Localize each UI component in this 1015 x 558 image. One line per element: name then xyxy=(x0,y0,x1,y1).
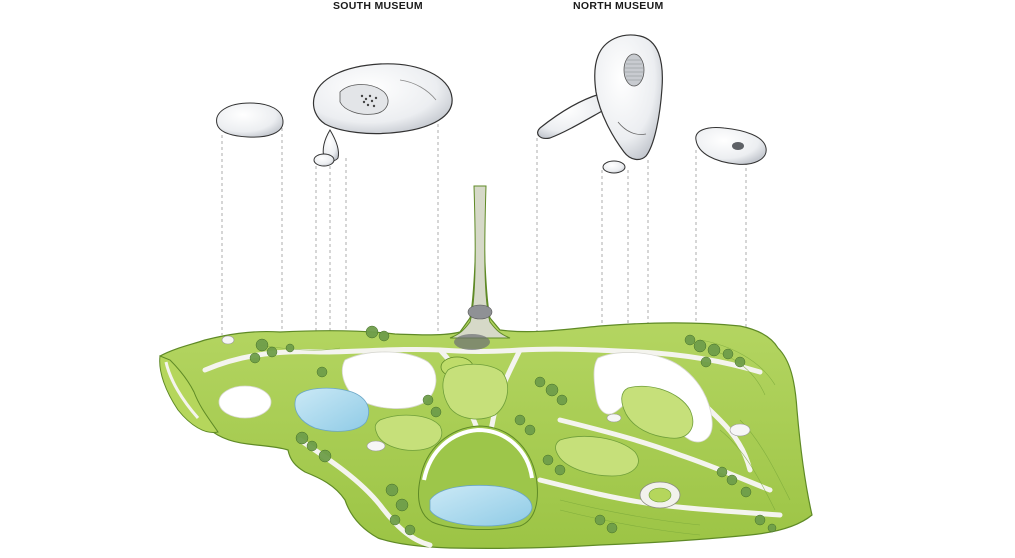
museum-pavilion-icon xyxy=(695,127,767,165)
footprint xyxy=(221,335,235,345)
north-museum-label: NORTH MUSEUM xyxy=(573,0,664,12)
contour-line xyxy=(719,429,776,511)
tree-icon xyxy=(365,325,379,339)
tree-icon xyxy=(726,474,738,486)
north-museum-perforations xyxy=(625,59,643,81)
tree-icon xyxy=(556,394,568,406)
tree-icon xyxy=(389,514,401,526)
tree-icon xyxy=(734,356,746,368)
tree-icon xyxy=(378,330,390,342)
walking-path xyxy=(164,361,200,419)
museum-pavilion-icon xyxy=(216,102,284,138)
shell-ridge xyxy=(617,121,647,135)
tree-icon xyxy=(716,466,728,478)
tree-icon xyxy=(545,383,559,397)
tree-icon xyxy=(430,406,442,418)
museum-pavilion-icon xyxy=(594,34,663,161)
tree-icon xyxy=(606,522,618,534)
south-museum-pavilion xyxy=(312,63,453,167)
tree-icon xyxy=(404,524,416,536)
tree-icon xyxy=(285,343,295,353)
tree-icon xyxy=(422,394,434,406)
lawn-islands xyxy=(374,363,694,477)
lawn-patch xyxy=(374,414,443,451)
contour-line xyxy=(559,509,701,536)
museum-pavilion-icon xyxy=(313,153,335,167)
tree-icon xyxy=(534,376,546,388)
contour-line xyxy=(259,344,341,351)
south-museum-perforations xyxy=(360,94,378,108)
museum-pavilion-icon xyxy=(602,160,626,174)
tree-icon xyxy=(514,414,526,426)
shell-ridge xyxy=(399,79,437,101)
lawn-patch xyxy=(442,363,509,420)
tree-icon xyxy=(542,454,554,466)
south-museum-label: SOUTH MUSEUM xyxy=(333,0,423,12)
tree-icon xyxy=(554,464,566,476)
trees xyxy=(249,325,777,536)
tree-icon xyxy=(693,339,707,353)
spire-building xyxy=(467,304,493,320)
floating-pavilions xyxy=(216,34,767,174)
tree-icon xyxy=(318,449,332,463)
tree-icon xyxy=(306,440,318,452)
building-footprints xyxy=(221,335,751,452)
tree-icon xyxy=(316,366,328,378)
contour-line xyxy=(559,499,701,526)
tree-icon xyxy=(395,498,409,512)
footprint xyxy=(729,423,751,437)
lawn-patch xyxy=(159,355,219,434)
walking-path xyxy=(557,417,773,493)
tree-icon xyxy=(295,431,309,445)
spire xyxy=(449,185,511,339)
tree-icon xyxy=(684,334,696,346)
pavilion-oculus xyxy=(732,142,744,150)
tree-icon xyxy=(722,348,734,360)
tree-icon xyxy=(707,343,721,357)
lawn-patch xyxy=(621,385,694,439)
central-pond xyxy=(429,484,533,527)
tree-icon xyxy=(266,346,278,358)
tree-icon xyxy=(385,483,399,497)
footprint xyxy=(606,413,622,423)
gazebo-center xyxy=(648,487,672,503)
spire-shadow xyxy=(454,334,490,350)
tree-icon xyxy=(249,352,261,364)
tree-icon xyxy=(767,523,777,533)
tree-icon xyxy=(700,356,712,368)
walking-path xyxy=(422,427,534,481)
footprint xyxy=(366,440,386,452)
north-museum-opening xyxy=(623,53,645,87)
tree-icon xyxy=(740,486,752,498)
tree-icon xyxy=(255,338,269,352)
tree-icon xyxy=(754,514,766,526)
walking-path xyxy=(202,346,763,375)
plaza xyxy=(218,385,272,419)
north-museum-pavilion xyxy=(537,34,663,174)
south-pond xyxy=(294,387,369,432)
park-landscape xyxy=(159,185,813,549)
tree-icon xyxy=(594,514,606,526)
tree-icon xyxy=(524,424,536,436)
south-museum-opening xyxy=(339,84,389,115)
lawn-patch xyxy=(555,436,639,477)
contour-line xyxy=(699,339,776,386)
north-museum-arm xyxy=(537,93,609,139)
